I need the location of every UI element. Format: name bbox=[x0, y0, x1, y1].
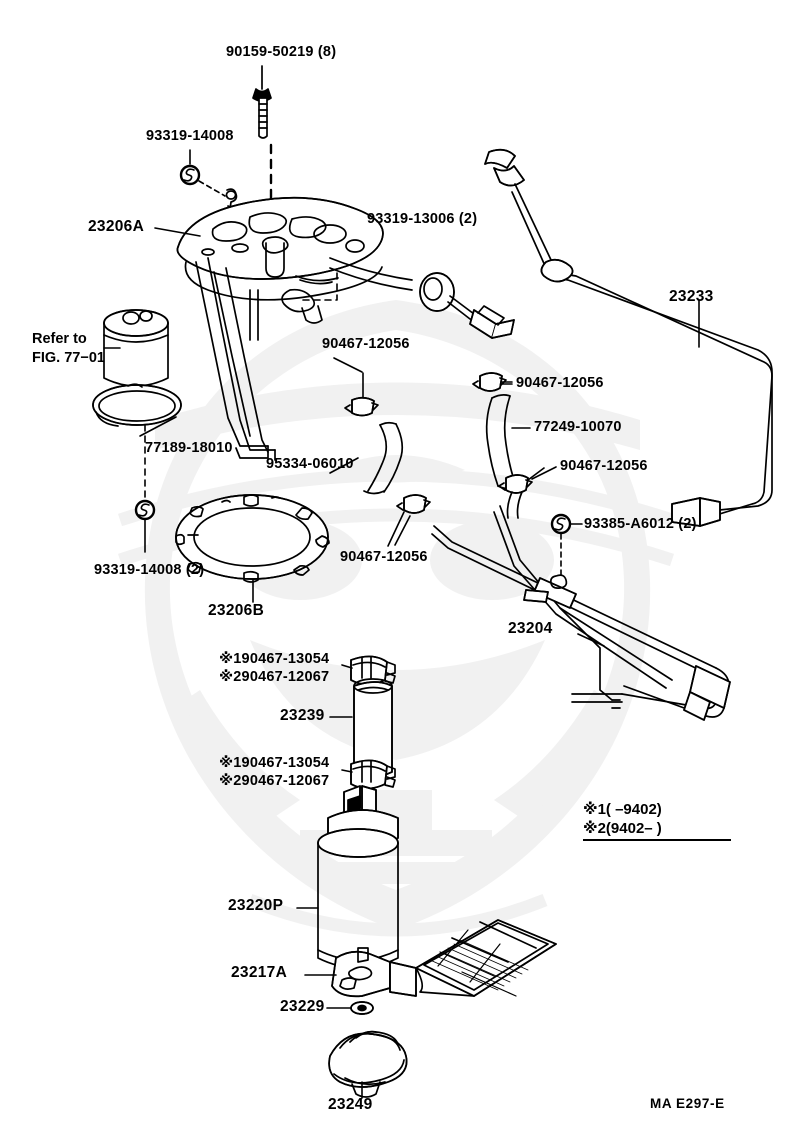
legend-line-1: ※1( –9402) bbox=[583, 801, 662, 818]
label-clamp-c: 90467-12056 bbox=[560, 458, 648, 474]
label-77189-18010: 77189-18010 bbox=[145, 440, 233, 456]
label-clamp-b: 90467-12056 bbox=[516, 375, 604, 391]
part-23229-oring bbox=[350, 1001, 374, 1015]
label-23249: 23249 bbox=[328, 1096, 373, 1113]
label-23220P: 23220P bbox=[228, 897, 284, 914]
label-clamp-a: 90467-12056 bbox=[322, 336, 410, 352]
clamp-icon-77249-lower bbox=[498, 467, 545, 519]
label-95334-06010: 95334-06010 bbox=[266, 456, 354, 472]
legend-line-2: ※2(9402– ) bbox=[583, 820, 662, 837]
part-23206B-retainer-ring bbox=[175, 494, 330, 583]
label-23229: 23229 bbox=[280, 998, 325, 1015]
label-bolt-top: 90159-50219 (8) bbox=[226, 44, 337, 60]
clamp-icon-77249-upper bbox=[472, 372, 513, 392]
clamp-icon-95334 bbox=[344, 372, 379, 417]
label-clamp-lower-2: ※290467-12067 bbox=[219, 773, 330, 789]
service-marker-icon-3 bbox=[134, 424, 156, 553]
label-screw-left-top: 93319-14008 bbox=[146, 128, 234, 144]
harness-connector bbox=[419, 272, 515, 339]
label-screw-left-lower: 93319-14008 (2) bbox=[94, 562, 205, 578]
label-23239: 23239 bbox=[280, 707, 325, 724]
part-23233-return-tube bbox=[484, 148, 773, 527]
label-clamp-lower-1: ※190467-13054 bbox=[219, 755, 330, 771]
label-23206B: 23206B bbox=[208, 602, 265, 619]
part-23217A-pump-filter bbox=[331, 919, 557, 998]
service-marker-icon-1 bbox=[179, 149, 226, 197]
label-23233: 23233 bbox=[669, 288, 714, 305]
clamp-icon-upper-pair bbox=[350, 655, 396, 686]
screw-eyelet bbox=[225, 188, 238, 217]
label-77249-10070: 77249-10070 bbox=[534, 419, 622, 435]
leader-lines bbox=[103, 227, 700, 1099]
label-clamp-upper-2: ※290467-12067 bbox=[219, 669, 330, 685]
label-screw-right-top: 93319-13006 (2) bbox=[367, 211, 478, 227]
part-77249-10070-hose bbox=[485, 394, 517, 490]
label-23206A: 23206A bbox=[88, 218, 145, 235]
label-clamp-upper-1: ※190467-13054 bbox=[219, 651, 330, 667]
service-marker-icon-4 bbox=[550, 513, 583, 577]
clamp-icon-95334-lower bbox=[387, 494, 431, 547]
label-refer-to-fig: Refer to FIG. 77−01 bbox=[32, 331, 105, 366]
part-23220P-fuel-pump bbox=[317, 785, 399, 969]
part-77189-18010-gasket bbox=[92, 383, 182, 427]
figure-code: MA E297-E bbox=[650, 1096, 725, 1111]
date-range-legend: ※1( –9402) ※2(9402– ) bbox=[583, 800, 731, 841]
part-23206A-fuel-pump-bracket bbox=[176, 196, 413, 461]
label-clamp-d: 90467-12056 bbox=[340, 549, 428, 565]
label-23204: 23204 bbox=[508, 620, 553, 637]
label-93385-A6012: 93385-A6012 (2) bbox=[584, 516, 697, 532]
part-23204-fuel-tube bbox=[431, 505, 731, 721]
label-23217A: 23217A bbox=[231, 964, 288, 981]
bolt-part bbox=[252, 65, 272, 139]
part-95334-06010-hose bbox=[363, 421, 404, 495]
part-23249-cushion bbox=[328, 1030, 408, 1098]
